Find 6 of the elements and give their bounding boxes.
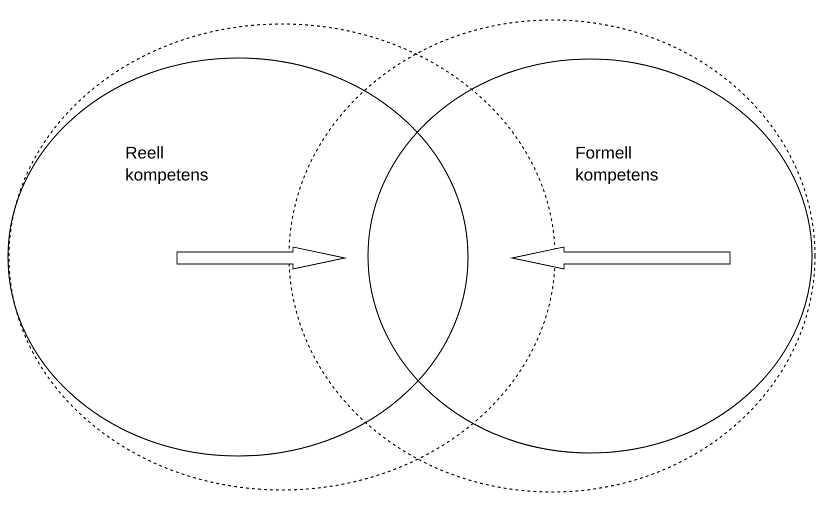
dashed-ellipse — [8, 23, 556, 491]
ellipse — [367, 58, 813, 454]
ellipse — [7, 57, 469, 457]
dashed-ellipse — [288, 19, 816, 493]
ellipse-label: Formell kompetens — [576, 146, 658, 184]
ellipse-label: Reell kompetens — [126, 146, 208, 184]
